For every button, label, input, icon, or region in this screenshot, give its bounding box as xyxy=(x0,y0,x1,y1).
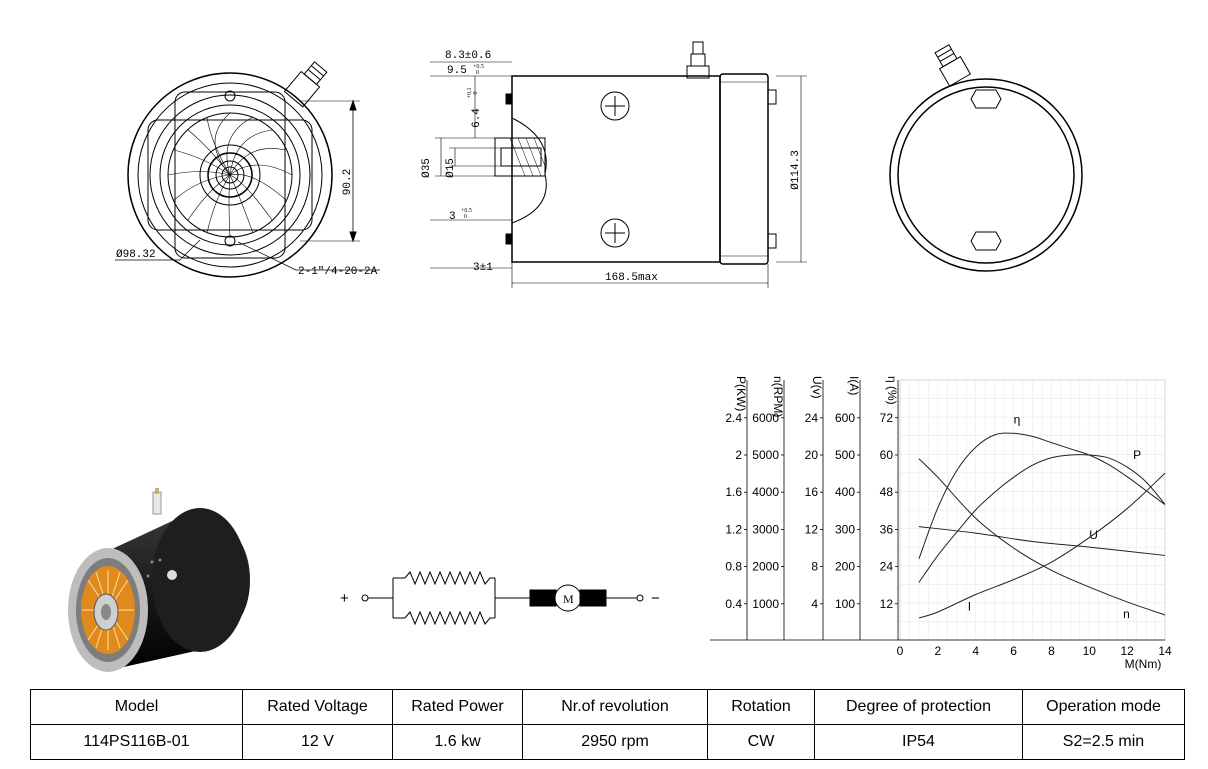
value-operation-mode: S2=2.5 min xyxy=(1022,724,1185,760)
axis-current-tick-label: 500 xyxy=(835,448,855,462)
x-tick-label: 0 xyxy=(897,644,904,658)
side-dim-dia-35: Ø35 xyxy=(421,158,433,178)
value-rotation: CW xyxy=(707,724,815,760)
side-dim-3-1: 3±1 xyxy=(473,262,493,274)
value-revolution: 2950 rpm xyxy=(522,724,708,760)
axis-speed-tick-label: 2000 xyxy=(752,560,779,574)
value-protection: IP54 xyxy=(814,724,1023,760)
axis-voltage-tick-label: 20 xyxy=(805,448,819,462)
front-height-dim: 90.2 xyxy=(342,169,354,195)
front-thread-dim: 2-1"/4-20-2A xyxy=(298,266,378,278)
series-line-v xyxy=(918,526,1166,556)
axis-efficiency-tick-label: 12 xyxy=(880,597,894,611)
axis-power-tick-label: 0.4 xyxy=(725,597,742,611)
series-line-eff xyxy=(918,432,1166,560)
x-tick-label: 12 xyxy=(1120,644,1134,658)
front-dia-dim: Ø98.32 xyxy=(116,249,156,261)
header-model: Model xyxy=(30,689,243,725)
axis-efficiency-tick-label: 24 xyxy=(880,560,894,574)
axis-efficiency-tick-label: 72 xyxy=(880,411,894,425)
side-dim-3-tol: +0.5 xyxy=(461,208,472,214)
header-rotation: Rotation xyxy=(707,689,815,725)
series-line-rpm xyxy=(918,458,1166,616)
side-dim-9-5: 9.5 xyxy=(447,65,467,77)
axis-power-tick-label: 2.4 xyxy=(725,411,742,425)
axis-power-tick-label: 0.8 xyxy=(725,560,742,574)
series-line-kw xyxy=(918,454,1166,583)
axis-voltage-label: U(v) xyxy=(810,376,824,399)
positive-terminal-label: + xyxy=(340,590,349,607)
axis-voltage-tick-label: 24 xyxy=(805,411,819,425)
axis-speed-tick-label: 1000 xyxy=(752,597,779,611)
motor-performance-chart: P(KW)0.40.81.21.622.4n(RPM)1000200030004… xyxy=(710,376,1172,671)
spec-value-row: 114PS116B-01 12 V 1.6 kw 2950 rpm CW IP5… xyxy=(30,724,1185,760)
header-rated-power: Rated Power xyxy=(392,689,523,725)
header-rated-voltage: Rated Voltage xyxy=(242,689,393,725)
side-dim-dia-114: Ø114.3 xyxy=(790,150,802,190)
motor-symbol-label: M xyxy=(563,592,574,606)
axis-power-tick-label: 2 xyxy=(735,448,742,462)
side-dim-6-4-tol-low: 0 xyxy=(473,92,479,95)
x-axis-label: M(Nm) xyxy=(1125,657,1162,671)
axis-current-tick-label: 100 xyxy=(835,597,855,611)
axis-current-tick-label: 200 xyxy=(835,560,855,574)
x-tick-label: 2 xyxy=(935,644,942,658)
motor-3d-illustration xyxy=(68,488,250,672)
axis-efficiency-tick-label: 60 xyxy=(880,448,894,462)
axis-current-tick-label: 300 xyxy=(835,522,855,536)
negative-terminal-label: − xyxy=(651,590,660,607)
side-dim-6-4-tol: +0.1 xyxy=(467,88,473,99)
value-rated-voltage: 12 V xyxy=(242,724,393,760)
axis-speed-tick-label: 4000 xyxy=(752,485,779,499)
side-dim-3: 3 xyxy=(449,211,456,223)
axis-power-tick-label: 1.6 xyxy=(725,485,742,499)
axis-speed-label: n(RPM) xyxy=(771,376,785,417)
axis-current-label: I(A) xyxy=(847,376,861,395)
side-dim-8-3: 8.3±0.6 xyxy=(445,50,491,62)
header-protection: Degree of protection xyxy=(814,689,1023,725)
axis-speed-tick-label: 6000 xyxy=(752,411,779,425)
side-dim-3-tol-low: 0 xyxy=(464,214,467,220)
axis-efficiency-label: η (%) xyxy=(885,376,899,405)
axis-current-tick-label: 400 xyxy=(835,485,855,499)
front-view-drawing: 90.2 Ø98.32 2-1"/4-20-2A xyxy=(115,61,380,278)
spec-table: Model Rated Voltage Rated Power Nr.of re… xyxy=(30,689,1185,760)
axis-efficiency-tick-label: 48 xyxy=(880,485,894,499)
x-tick-label: 8 xyxy=(1048,644,1055,658)
spec-header-row: Model Rated Voltage Rated Power Nr.of re… xyxy=(30,689,1185,725)
motor-circuit-schematic: + M − xyxy=(340,570,660,626)
axis-current-tick-label: 600 xyxy=(835,411,855,425)
side-dim-9-5-tol: +0.5 xyxy=(473,64,484,70)
series-line-a xyxy=(918,472,1166,619)
x-tick-label: 14 xyxy=(1158,644,1172,658)
series-label: η xyxy=(1014,412,1021,426)
x-tick-label: 10 xyxy=(1083,644,1097,658)
rear-view-drawing xyxy=(889,44,1083,272)
side-dim-length: 168.5max xyxy=(605,272,658,284)
series-label: I xyxy=(968,600,971,614)
series-label: n xyxy=(1123,607,1130,621)
axis-power-tick-label: 1.2 xyxy=(725,522,742,536)
axis-voltage-tick-label: 8 xyxy=(811,560,818,574)
header-operation-mode: Operation mode xyxy=(1022,689,1185,725)
header-revolution: Nr.of revolution xyxy=(522,689,708,725)
axis-speed-tick-label: 3000 xyxy=(752,522,779,536)
series-label: P xyxy=(1133,448,1141,462)
side-view-drawing: 8.3±0.6 9.5 +0.5 0 6.4 +0.1 0 Ø35 Ø15 3 … xyxy=(421,41,807,288)
axis-power-label: P(KW) xyxy=(734,376,748,411)
axis-voltage-tick-label: 12 xyxy=(805,522,819,536)
value-rated-power: 1.6 kw xyxy=(392,724,523,760)
axis-voltage-tick-label: 16 xyxy=(805,485,819,499)
side-dim-9-5-tol-low: 0 xyxy=(476,70,479,76)
value-model: 114PS116B-01 xyxy=(30,724,243,760)
x-tick-label: 4 xyxy=(972,644,979,658)
axis-speed-tick-label: 5000 xyxy=(752,448,779,462)
axis-voltage-tick-label: 4 xyxy=(811,597,818,611)
axis-efficiency-tick-label: 36 xyxy=(880,522,894,536)
x-tick-label: 6 xyxy=(1010,644,1017,658)
side-dim-dia-15: Ø15 xyxy=(445,158,457,178)
side-dim-6-4: 6.4 xyxy=(471,108,483,128)
